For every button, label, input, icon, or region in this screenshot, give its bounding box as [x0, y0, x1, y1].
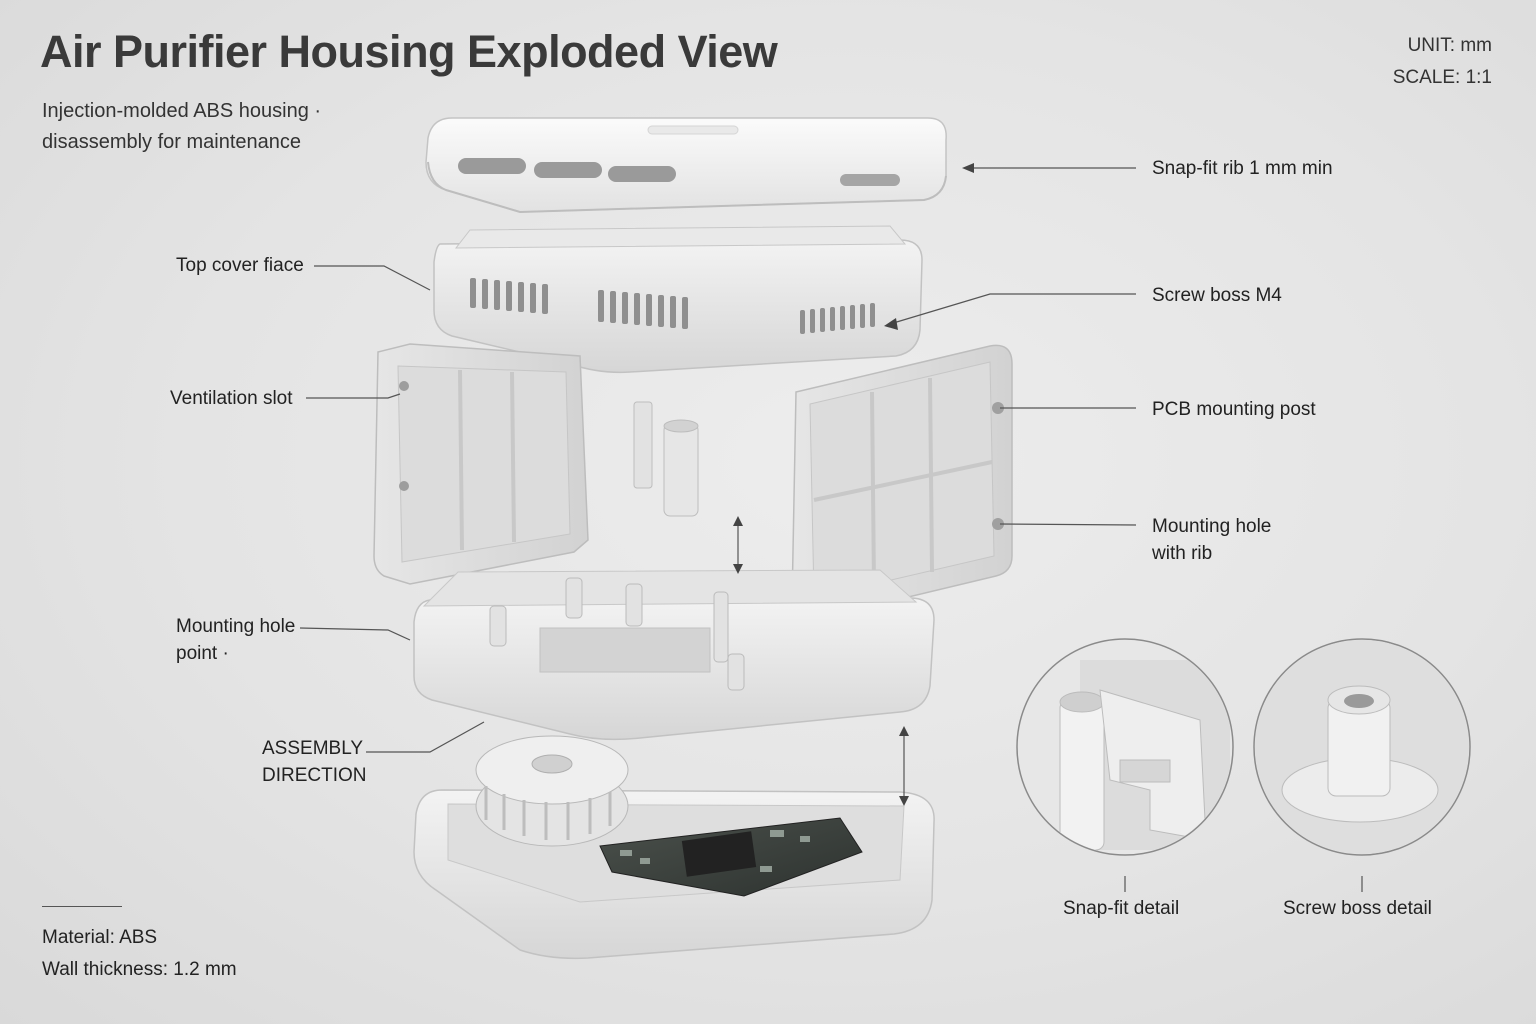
subtitle-line-2: disassembly for maintenance	[42, 131, 302, 153]
subtitle-line-1: Injection-molded ABS housing ·	[42, 100, 322, 122]
label-mounting-hole-point-line-2: point ·	[176, 643, 229, 664]
label-snap-fit-detail: Snap-fit detail	[1063, 898, 1180, 919]
upper-frame	[433, 225, 923, 374]
label-mounting-hole-point: Mounting hole point ·	[176, 613, 295, 667]
right-side-panel	[791, 344, 1013, 622]
label-top-cover-face: Top cover fiace	[176, 255, 304, 276]
footer-specs: Material: ABS Wall thickness: 1.2 mm	[42, 922, 237, 986]
label-mounting-hole-rib: Mounting hole with rib	[1152, 513, 1271, 567]
label-pcb-mounting-post: PCB mounting post	[1152, 399, 1316, 420]
snap-fit-detail-inset	[1016, 638, 1234, 856]
base-plate	[413, 735, 935, 960]
lower-tray	[413, 569, 935, 741]
label-assembly-direction: ASSEMBLY DIRECTION	[262, 735, 367, 789]
label-screw-boss: Screw boss M4	[1152, 285, 1282, 306]
pcb-posts	[633, 401, 699, 517]
label-mounting-hole-point-line-1: Mounting hole	[176, 616, 296, 637]
footer-wall-thickness: Wall thickness: 1.2 mm	[42, 959, 237, 980]
unit-scale-block: UNIT: mm SCALE: 1:1	[1393, 30, 1492, 94]
label-snap-fit-rib: Snap-fit rib 1 mm min	[1152, 158, 1333, 179]
page-title: Air Purifier Housing Exploded View	[40, 26, 778, 77]
arrow-heads	[733, 163, 974, 806]
label-screw-boss-detail: Screw boss detail	[1283, 898, 1432, 919]
label-mounting-hole-rib-line-2: with rib	[1152, 543, 1213, 564]
subtitle: Injection-molded ABS housing · disassemb…	[42, 96, 321, 158]
label-ventilation-slot: Ventilation slot	[170, 388, 293, 409]
label-assembly-direction-line-2: DIRECTION	[262, 765, 367, 786]
scale-text: SCALE: 1:1	[1392, 67, 1492, 88]
leader-lines	[299, 167, 1363, 892]
footer-material: Material: ABS	[42, 927, 158, 948]
top-cover	[425, 117, 947, 214]
unit-text: UNIT: mm	[1407, 35, 1492, 56]
screw-boss-detail-inset	[1253, 638, 1471, 856]
left-side-panel	[373, 343, 589, 585]
footer-divider	[42, 906, 122, 907]
label-mounting-hole-rib-line-1: Mounting hole	[1152, 516, 1272, 537]
label-assembly-direction-line-1: ASSEMBLY	[262, 738, 364, 759]
